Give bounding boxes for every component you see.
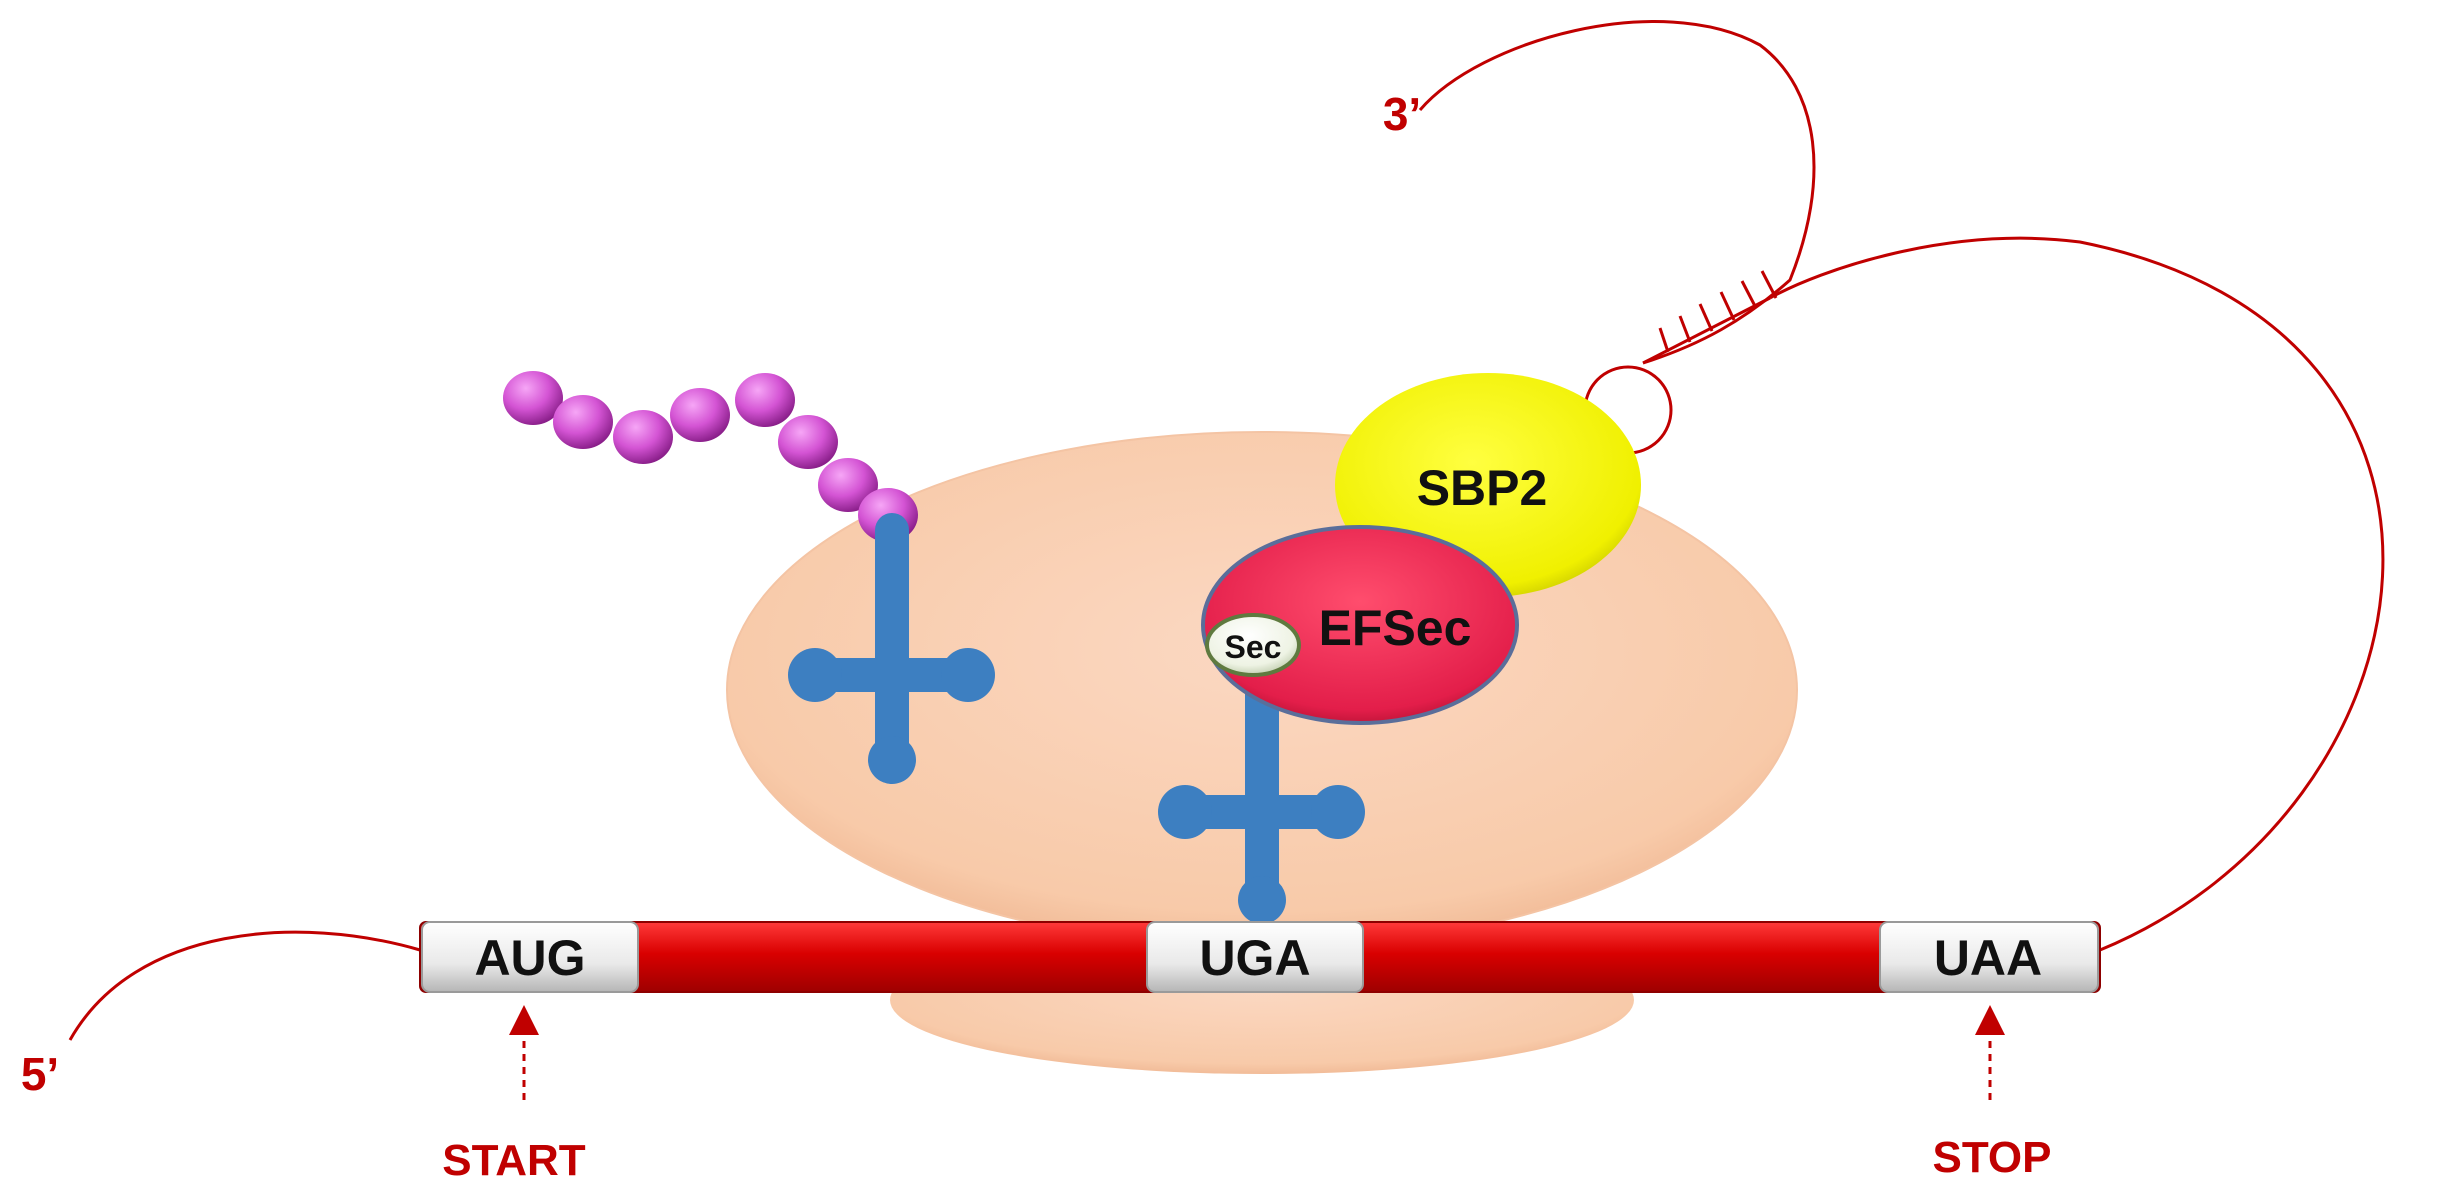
peptide-bead — [778, 415, 838, 469]
sbp2-label: SBP2 — [1417, 460, 1548, 516]
efsec-label: EFSec — [1319, 600, 1472, 656]
three-prime-label: 3’ — [1383, 88, 1421, 140]
codon-aug: AUG — [421, 921, 639, 993]
five-prime-utr-strand — [68, 930, 421, 1041]
three-prime-utr-strand — [1769, 236, 2385, 952]
codon-uaa: UAA — [1879, 921, 2099, 993]
peptide-bead — [553, 395, 613, 449]
sec-trna — [1158, 663, 1365, 924]
secis-stem-strand-lower — [1418, 20, 1816, 365]
secis-stem-rungs — [1658, 270, 1778, 353]
stop-label: STOP — [1932, 1133, 2051, 1182]
five-prime-label: 5’ — [21, 1048, 59, 1100]
codon-uga-label: UGA — [1199, 930, 1310, 986]
codon-uga: UGA — [1146, 921, 1364, 993]
sec-label: Sec — [1225, 629, 1282, 665]
p-site-trna — [788, 513, 995, 784]
peptide-bead — [818, 458, 878, 512]
efsec-protein — [1201, 525, 1519, 725]
codon-uaa-label: UAA — [1934, 930, 2042, 986]
peptide-bead — [735, 373, 795, 427]
peptide-bead — [503, 371, 563, 425]
peptide-bead — [670, 388, 730, 442]
codon-aug-label: AUG — [474, 930, 585, 986]
peptide-bead — [613, 410, 673, 464]
secis-stem-strand-upper — [1642, 296, 1771, 365]
sec-amino-acid — [1205, 613, 1301, 677]
start-label: START — [442, 1136, 586, 1185]
nascent-peptide-chain — [503, 371, 918, 542]
